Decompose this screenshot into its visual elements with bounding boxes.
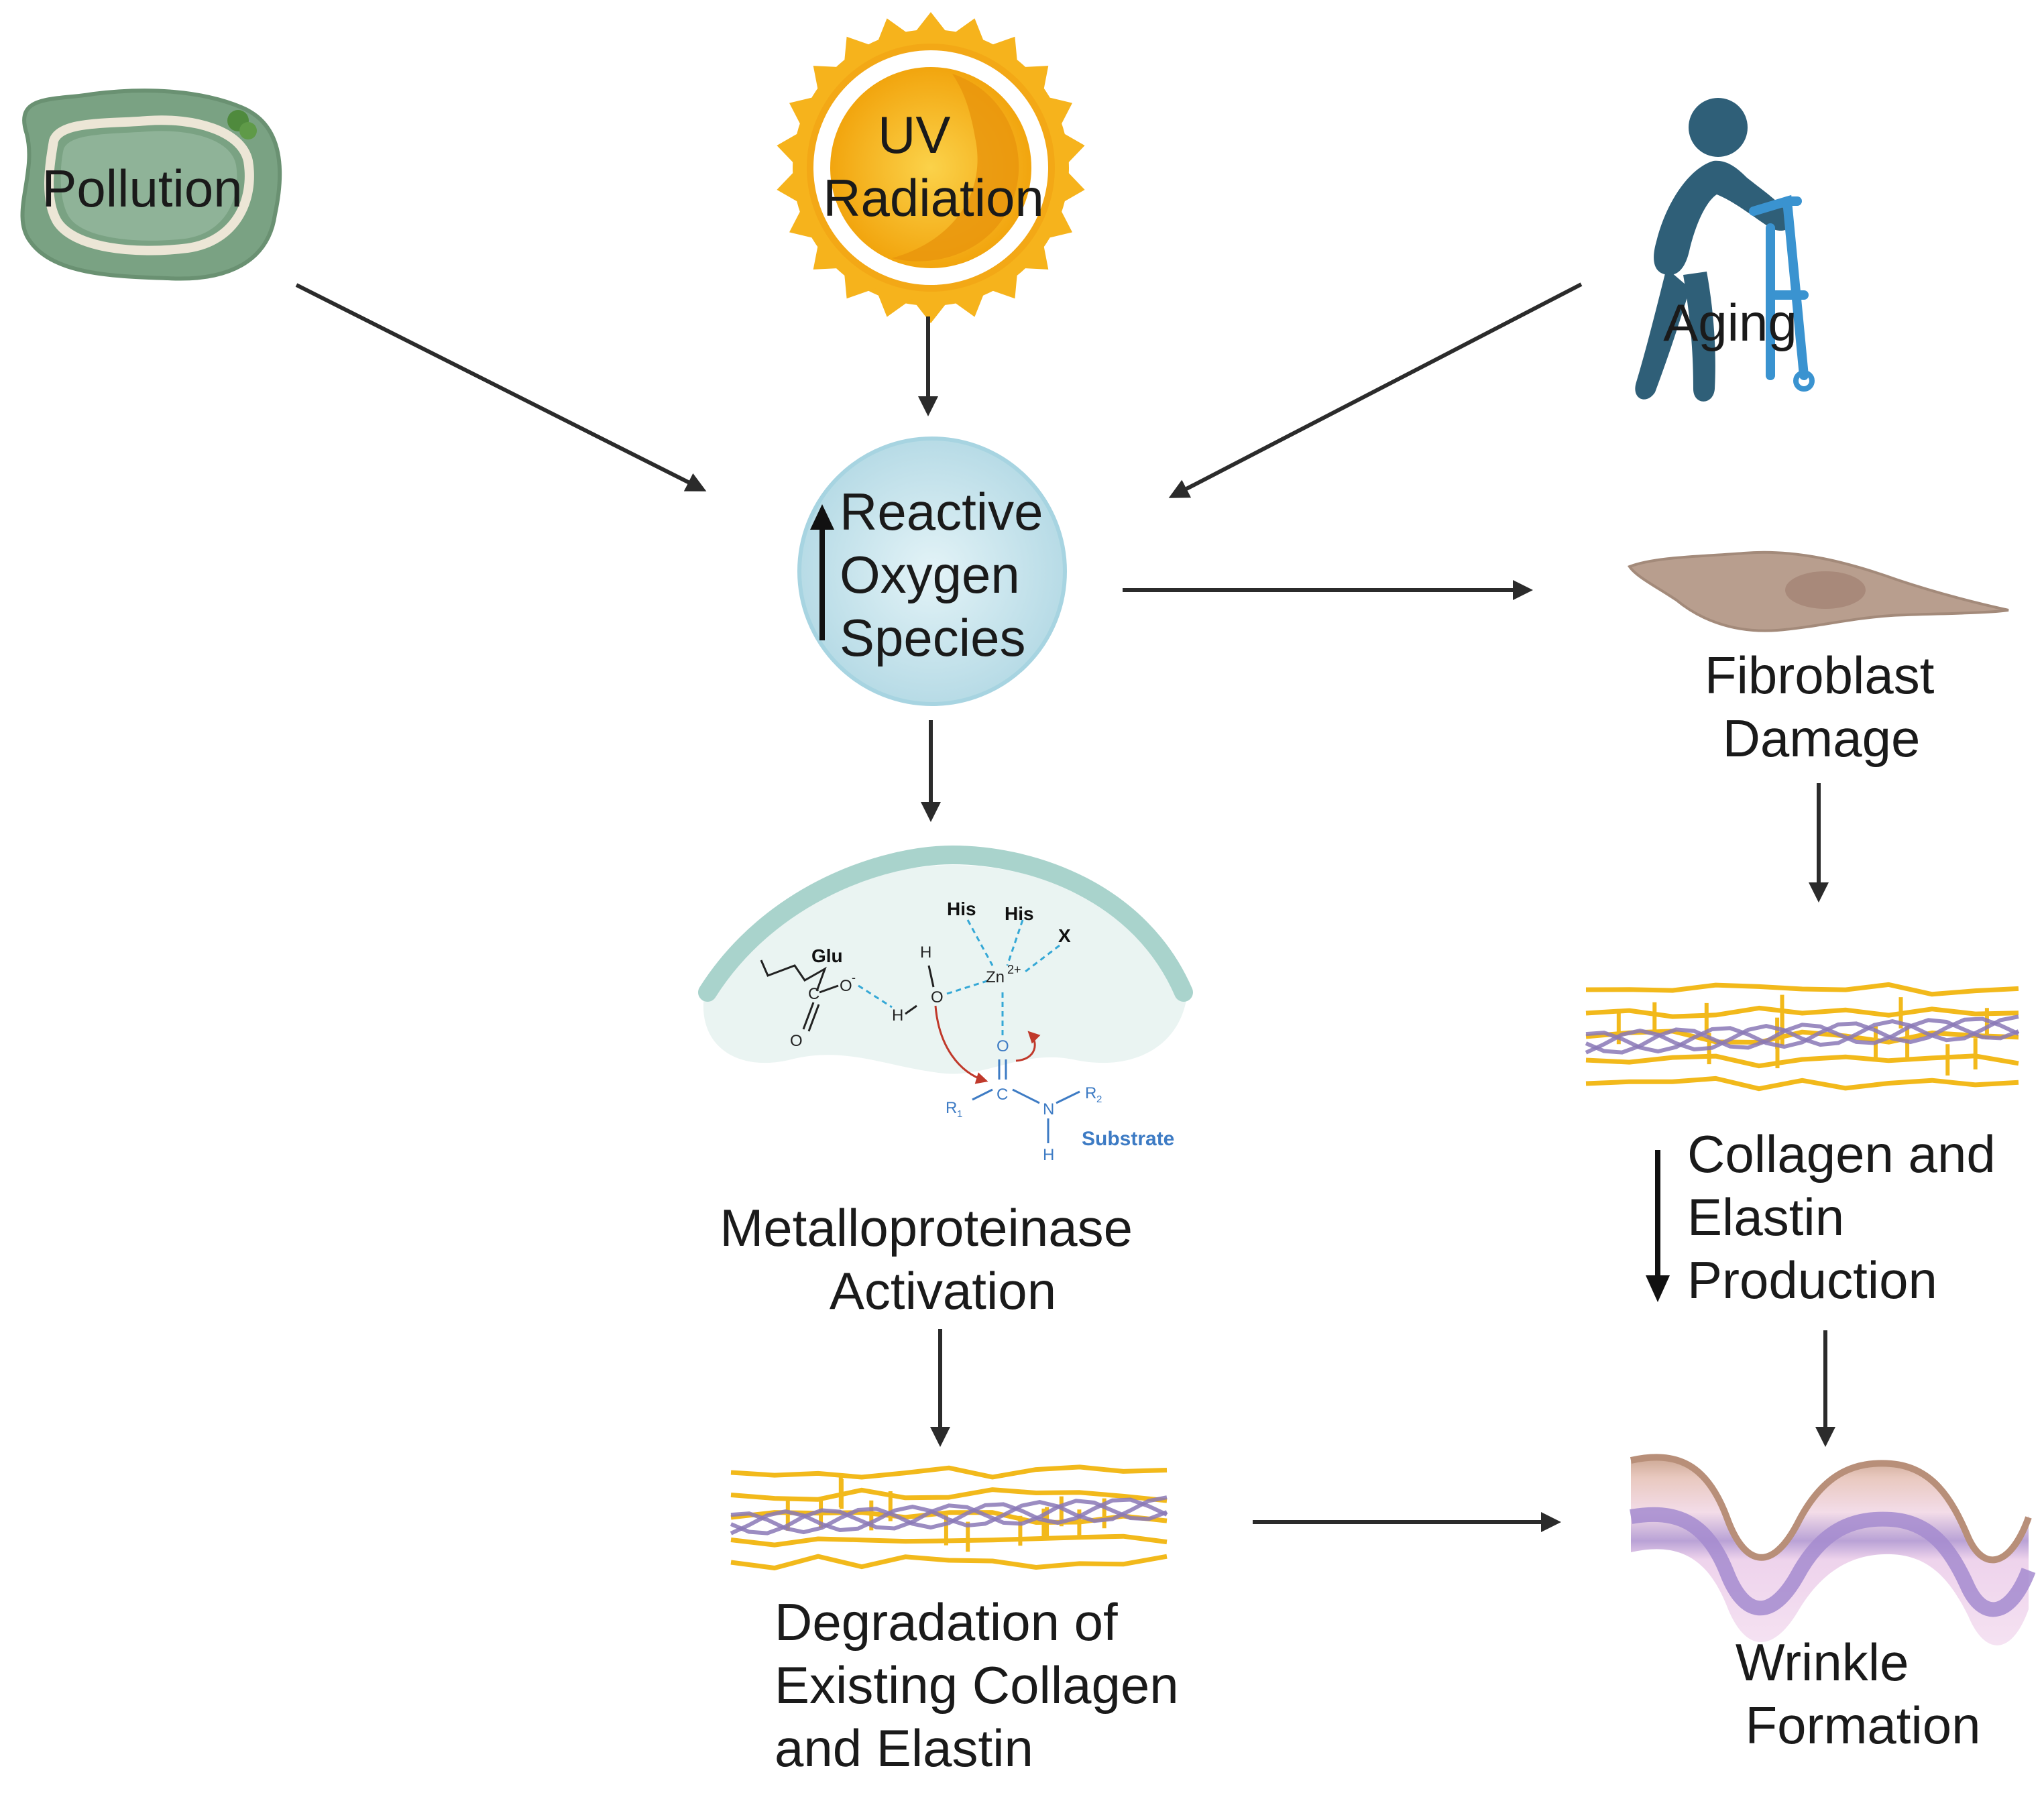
ros-label: Reactive Oxygen Species (840, 482, 1058, 667)
sun-icon (777, 12, 1085, 323)
elastin-strand (1585, 1017, 2020, 1054)
wrinkled-skin-icon (1630, 1454, 2036, 1645)
wrinkle-label: Wrinkle Formation (1736, 1633, 1981, 1755)
pollution-label: Pollution (42, 159, 242, 218)
svg-text:1: 1 (957, 1108, 962, 1120)
collagen-strand (730, 1464, 1168, 1480)
degraded-fibers-icon (730, 1464, 1168, 1570)
elastin-strand (1585, 1015, 2019, 1055)
aging-label: Aging (1663, 293, 1797, 352)
elastin-strand (730, 1495, 1168, 1535)
svg-text:O: O (840, 977, 852, 995)
increase-arrow-icon (810, 504, 834, 640)
collagen-strand (1585, 1076, 2019, 1092)
svg-text:R: R (1085, 1084, 1096, 1102)
uv-label: UV Radiation (823, 105, 1044, 227)
svg-text:H: H (920, 943, 931, 962)
svg-text:H: H (892, 1006, 903, 1025)
fibroblast-cell-icon (1627, 550, 2009, 632)
collagen-elastin-fibers-icon (1585, 982, 2020, 1092)
collagen-strand (730, 1533, 1168, 1548)
svg-text:-: - (852, 971, 856, 984)
svg-text:His: His (947, 899, 976, 919)
svg-text:Glu: Glu (811, 945, 843, 966)
svg-text:R: R (946, 1099, 957, 1117)
collagen-strand (730, 1554, 1168, 1570)
mmp-chemistry-labels: Glu His His X Zn 2+ H O H C O - O O C N … (790, 899, 1174, 1164)
svg-text:H: H (1043, 1146, 1054, 1164)
svg-text:His: His (1005, 903, 1034, 924)
svg-text:C: C (808, 985, 819, 1003)
elderly-person-icon (1635, 98, 1791, 402)
svg-text:O: O (790, 1032, 803, 1050)
walker-wheel-icon (1793, 370, 1815, 392)
arrow-pollution-to-ros (295, 283, 707, 491)
arrow-aging-to-ros (1168, 282, 1583, 498)
mmp-label: Metalloproteinase Activation (720, 1198, 1147, 1320)
production-label: Collagen and Elastin Production (1687, 1124, 2010, 1310)
collagen-strand (1585, 1053, 2019, 1069)
svg-text:N: N (1043, 1100, 1054, 1118)
elastin-strand (730, 1497, 1168, 1535)
svg-text:C: C (997, 1086, 1008, 1104)
collagen-strand (1585, 1029, 2019, 1045)
svg-text:Substrate: Substrate (1082, 1128, 1174, 1150)
collagen-strand (730, 1487, 1168, 1503)
svg-text:Zn: Zn (986, 968, 1005, 986)
collagen-strand (1585, 1005, 2019, 1019)
svg-text:O: O (997, 1037, 1009, 1055)
metalloproteinase-icon (698, 845, 1193, 1143)
pollution-icon (20, 89, 282, 281)
svg-text:2+: 2+ (1007, 963, 1021, 976)
ros-circle (797, 437, 1067, 706)
decrease-arrow-icon (1646, 1150, 1670, 1302)
fibroblast-label: Fibroblast Damage (1705, 646, 1949, 768)
svg-text:X: X (1058, 925, 1071, 946)
degradation-label: Degradation of Existing Collagen and Ela… (775, 1592, 1193, 1778)
collagen-strand (1585, 982, 2019, 997)
svg-text:O: O (931, 988, 944, 1006)
svg-text:2: 2 (1096, 1094, 1102, 1105)
walker-icon (1749, 194, 1809, 380)
